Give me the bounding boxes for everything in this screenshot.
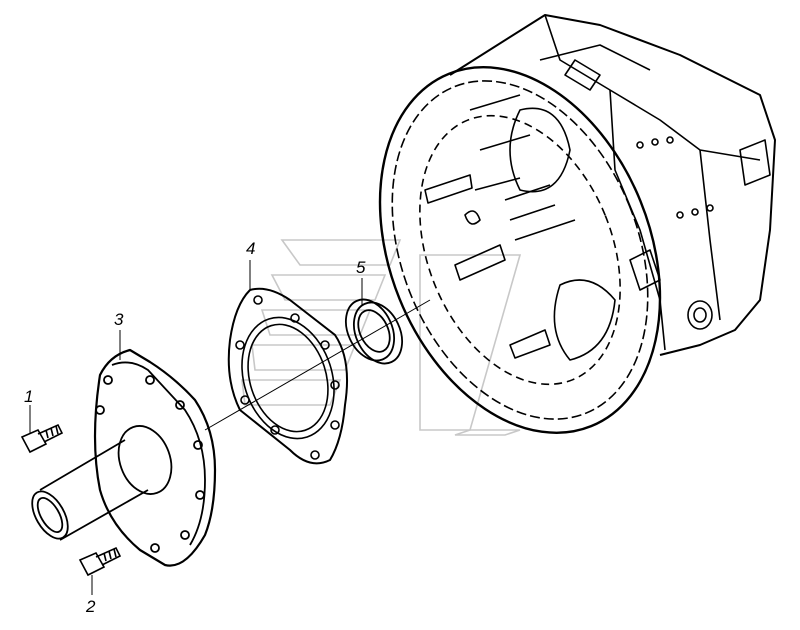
leader-lines: [29, 260, 431, 595]
watermark-logo: [241, 239, 522, 436]
callout-2: 2: [86, 597, 96, 616]
seal-ring: [345, 298, 403, 365]
callout-5: 5: [356, 258, 366, 277]
callout-3: 3: [114, 310, 124, 329]
callout-4: 4: [246, 239, 256, 258]
gearbox-housing: [378, 14, 776, 434]
gasket: [227, 287, 348, 465]
callout-1: 1: [24, 387, 34, 406]
bearing-cover: [31, 348, 217, 567]
bolt-2: [78, 546, 122, 577]
bolt-1: [20, 423, 64, 454]
